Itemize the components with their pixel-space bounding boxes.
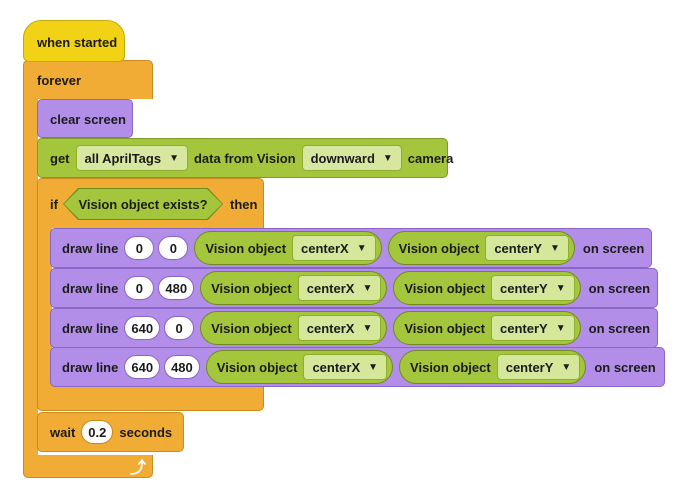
- draw-line-label: draw line: [62, 280, 119, 296]
- x-input[interactable]: 0: [124, 276, 155, 300]
- seconds-label: seconds: [119, 424, 173, 440]
- vision-object-centerx-reporter[interactable]: Vision object centerX ▼: [205, 350, 394, 384]
- caret-down-icon: ▼: [356, 242, 367, 254]
- get-label: get: [50, 150, 70, 166]
- reporter-label: Vision object: [211, 320, 292, 336]
- reporter-label: Vision object: [216, 359, 298, 375]
- property-dropdown[interactable]: centerX ▼: [297, 315, 382, 341]
- property-value: centerX: [301, 240, 349, 256]
- x-input[interactable]: 640: [124, 355, 161, 379]
- property-dropdown[interactable]: centerY ▼: [496, 354, 581, 380]
- property-dropdown[interactable]: centerX ▼: [292, 235, 376, 261]
- data-from-vision-label: data from Vision: [193, 150, 296, 166]
- caret-down-icon: ▼: [362, 282, 373, 294]
- reporter-label: Vision object: [211, 280, 292, 296]
- vision-object-centerx-reporter[interactable]: Vision object centerX ▼: [194, 231, 382, 265]
- draw-line-label: draw line: [62, 320, 119, 336]
- property-value: centerY: [505, 359, 554, 375]
- if-label: if: [50, 196, 58, 212]
- vision-object-centerx-reporter[interactable]: Vision object centerX ▼: [200, 271, 388, 305]
- tags-dropdown[interactable]: all AprilTags ▼: [75, 145, 188, 171]
- wait-label: wait: [50, 424, 76, 440]
- vision-object-centery-reporter[interactable]: Vision object centerY ▼: [399, 350, 587, 384]
- caret-down-icon: ▼: [555, 322, 566, 334]
- tags-dropdown-value: all AprilTags: [84, 150, 162, 166]
- property-dropdown[interactable]: centerX ▼: [297, 275, 382, 301]
- draw-line-label: draw line: [62, 359, 119, 375]
- on-screen-label: on screen: [594, 359, 656, 375]
- clear-screen-label: clear screen: [50, 111, 126, 127]
- reporter-label: Vision object: [410, 359, 491, 375]
- sensor-dropdown-value: downward: [310, 150, 375, 166]
- property-dropdown[interactable]: centerY ▼: [491, 275, 575, 301]
- property-value: centerY: [500, 280, 548, 296]
- y-input[interactable]: 480: [158, 276, 195, 300]
- vision-object-centery-reporter[interactable]: Vision object centerY ▼: [393, 311, 581, 345]
- x-input[interactable]: 640: [124, 316, 161, 340]
- wait-seconds-input[interactable]: 0.2: [81, 420, 114, 444]
- condition-label: Vision object exists?: [78, 196, 208, 212]
- on-screen-label: on screen: [582, 240, 645, 256]
- x-input[interactable]: 0: [124, 236, 155, 260]
- loop-arrow-icon: ⤴: [130, 460, 147, 477]
- y-input[interactable]: 480: [164, 355, 200, 379]
- property-dropdown[interactable]: centerX ▼: [303, 354, 388, 380]
- then-label: then: [230, 196, 258, 212]
- property-dropdown[interactable]: centerY ▼: [485, 235, 569, 261]
- property-dropdown[interactable]: centerY ▼: [491, 315, 575, 341]
- property-value: centerX: [306, 280, 355, 296]
- reporter-label: Vision object: [398, 240, 480, 256]
- camera-label: camera: [407, 150, 454, 166]
- vision-object-centery-reporter[interactable]: Vision object centerY ▼: [393, 271, 581, 305]
- sensor-dropdown[interactable]: downward ▼: [301, 145, 402, 171]
- caret-down-icon: ▼: [550, 242, 560, 254]
- caret-down-icon: ▼: [362, 322, 373, 334]
- caret-down-icon: ▼: [561, 361, 572, 373]
- property-value: centerX: [312, 359, 361, 375]
- vision-object-centery-reporter[interactable]: Vision object centerY ▼: [387, 231, 575, 265]
- caret-down-icon: ▼: [382, 152, 393, 164]
- reporter-label: Vision object: [404, 320, 486, 336]
- when-started-label: when started: [37, 34, 118, 50]
- clear-screen-block[interactable]: [37, 99, 133, 138]
- reporter-label: Vision object: [205, 240, 287, 256]
- caret-down-icon: ▼: [555, 282, 566, 294]
- vision-object-exists-condition[interactable]: Vision object exists?: [64, 189, 222, 219]
- reporter-label: Vision object: [404, 280, 486, 296]
- vision-object-centerx-reporter[interactable]: Vision object centerX ▼: [200, 311, 388, 345]
- draw-line-label: draw line: [62, 240, 119, 256]
- property-value: centerX: [306, 320, 355, 336]
- on-screen-label: on screen: [588, 280, 651, 296]
- property-value: centerY: [500, 320, 548, 336]
- on-screen-label: on screen: [588, 320, 651, 336]
- forever-label: forever: [37, 72, 82, 88]
- y-input[interactable]: 0: [164, 316, 195, 340]
- property-value: centerY: [494, 240, 543, 256]
- when-started-hat-block[interactable]: [23, 20, 125, 62]
- caret-down-icon: ▼: [169, 152, 179, 164]
- y-input[interactable]: 0: [158, 236, 189, 260]
- caret-down-icon: ▼: [368, 361, 379, 373]
